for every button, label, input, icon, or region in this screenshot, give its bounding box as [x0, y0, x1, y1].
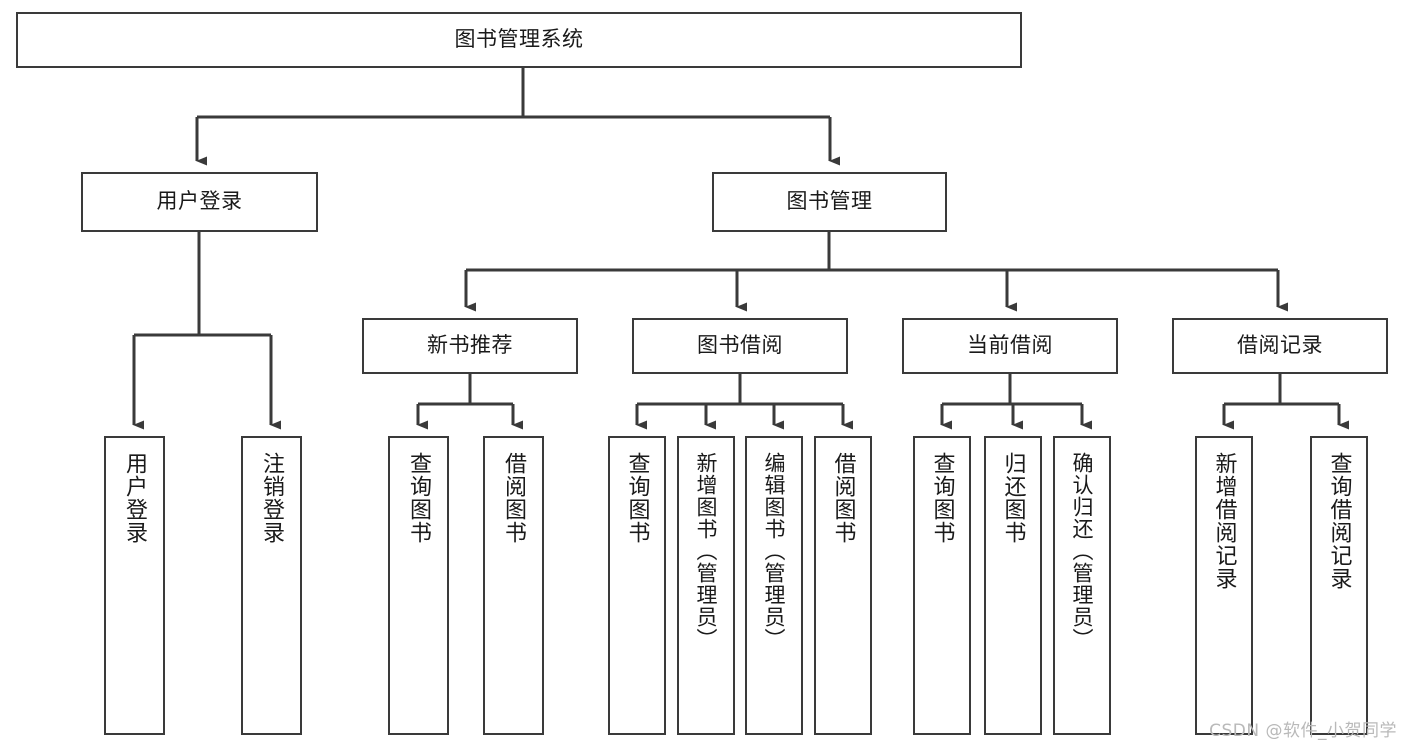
node-label: 借阅图书	[830, 452, 856, 544]
node-leaf-add-borrow-record[interactable]: 新增借阅记录	[1195, 436, 1253, 735]
node-leaf-borrow-book[interactable]: 借阅图书	[814, 436, 872, 735]
node-label: 确认归还（管理员）	[1070, 452, 1095, 650]
node-label: 借阅记录	[1237, 333, 1323, 358]
node-leaf-user-login[interactable]: 用户登录	[104, 436, 165, 735]
node-label: 查询图书	[624, 452, 650, 544]
node-leaf-return-book[interactable]: 归还图书	[984, 436, 1042, 735]
node-leaf-logout-login[interactable]: 注销登录	[241, 436, 302, 735]
node-label: 图书管理系统	[454, 27, 584, 52]
node-label: 查询借阅记录	[1326, 452, 1352, 590]
node-root[interactable]: 图书管理系统	[16, 12, 1022, 68]
watermark-text: CSDN @软件_小贺同学	[1209, 721, 1397, 741]
node-label: 查询图书	[929, 452, 955, 544]
node-book-borrow[interactable]: 图书借阅	[632, 318, 848, 374]
node-user-login[interactable]: 用户登录	[81, 172, 318, 232]
node-label: 图书借阅	[697, 333, 783, 358]
node-label: 注销登录	[259, 452, 285, 544]
node-current-borrow[interactable]: 当前借阅	[902, 318, 1118, 374]
node-label: 新增借阅记录	[1211, 452, 1237, 590]
node-label: 编辑图书（管理员）	[762, 452, 787, 650]
node-label: 用户登录	[122, 452, 148, 544]
node-leaf-query-borrow-record[interactable]: 查询借阅记录	[1310, 436, 1368, 735]
node-label: 新书推荐	[427, 333, 513, 358]
node-leaf-borrow-book-recommend[interactable]: 借阅图书	[483, 436, 544, 735]
node-leaf-query-book-recommend[interactable]: 查询图书	[388, 436, 449, 735]
node-leaf-query-book-current[interactable]: 查询图书	[913, 436, 971, 735]
node-leaf-edit-book-admin[interactable]: 编辑图书（管理员）	[745, 436, 803, 735]
node-label: 图书管理	[786, 189, 873, 214]
node-new-book-recommend[interactable]: 新书推荐	[362, 318, 578, 374]
node-leaf-add-book-admin[interactable]: 新增图书（管理员）	[677, 436, 735, 735]
node-book-management[interactable]: 图书管理	[712, 172, 947, 232]
node-label: 查询图书	[406, 452, 432, 544]
node-label: 当前借阅	[967, 333, 1053, 358]
node-label: 新增图书（管理员）	[694, 452, 719, 650]
node-label: 用户登录	[156, 189, 243, 214]
node-borrow-record[interactable]: 借阅记录	[1172, 318, 1388, 374]
node-leaf-query-book-borrow[interactable]: 查询图书	[608, 436, 666, 735]
node-label: 归还图书	[1000, 452, 1026, 544]
node-leaf-confirm-return-admin[interactable]: 确认归还（管理员）	[1053, 436, 1111, 735]
node-label: 借阅图书	[501, 452, 527, 544]
